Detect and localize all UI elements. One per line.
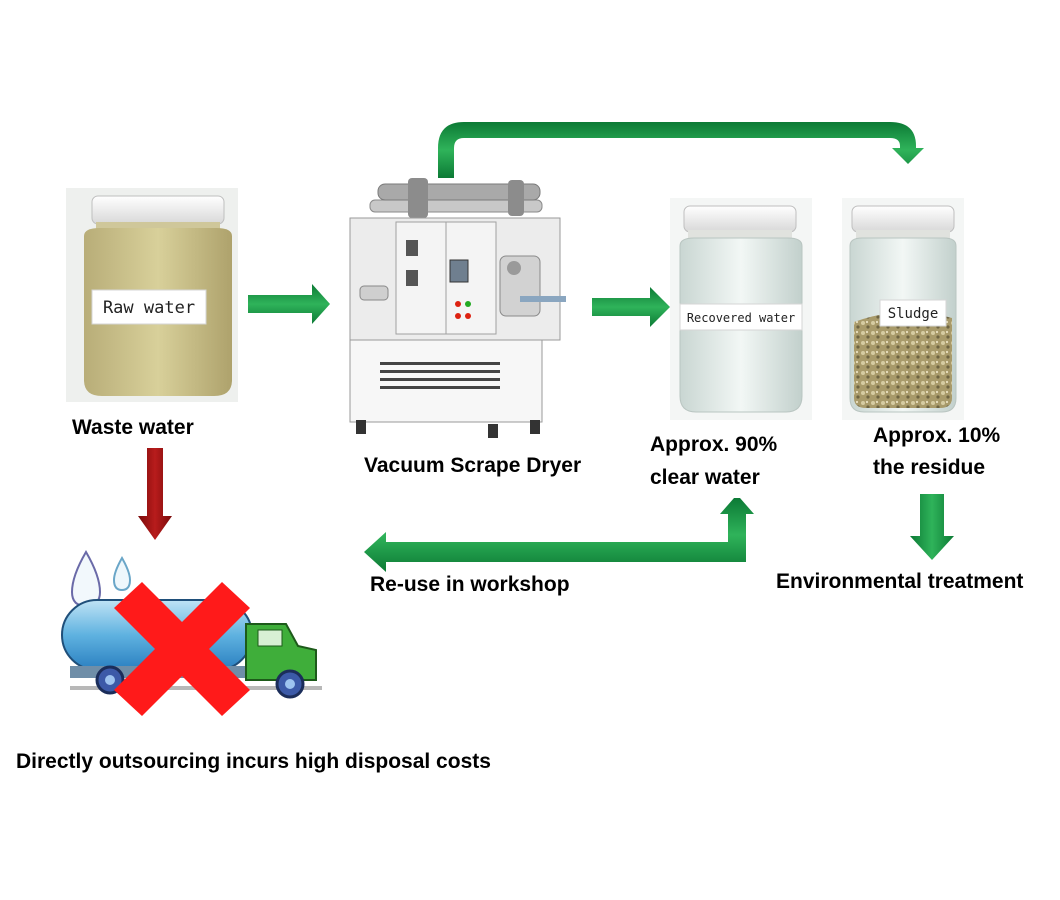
vacuum-scrape-dryer [349, 178, 566, 438]
vacuum-scrape-dryer-caption: Vacuum Scrape Dryer [364, 454, 582, 477]
waste-water-caption: Waste water [72, 416, 194, 439]
arrow-waste-to-dryer [248, 284, 330, 324]
sludge-caption: Approx. 10% the residue [873, 424, 1001, 479]
raw-water-jar: Raw water [66, 188, 238, 402]
recovered-water-jar-label: Recovered water [687, 311, 795, 325]
arrow-dryer-to-recovered [592, 287, 670, 327]
arrow-dryer-to-sludge [438, 122, 924, 178]
outsourcing-caption: Directly outsourcing incurs high disposa… [16, 750, 491, 773]
environmental-treatment-caption: Environmental treatment [776, 570, 1024, 593]
reuse-caption: Re-use in workshop [370, 573, 570, 596]
raw-water-jar-label: Raw water [103, 298, 195, 318]
recovered-water-jar: Recovered water [670, 198, 812, 420]
cross-icon [114, 582, 250, 716]
recovered-water-caption: Approx. 90% clear water [650, 433, 778, 489]
arrow-recovered-to-reuse [364, 498, 754, 572]
arrow-sludge-to-environment [910, 494, 954, 560]
arrow-waste-to-outsourcing [138, 448, 172, 540]
sludge-jar: Sludge [842, 198, 964, 420]
sludge-jar-label: Sludge [888, 306, 939, 322]
